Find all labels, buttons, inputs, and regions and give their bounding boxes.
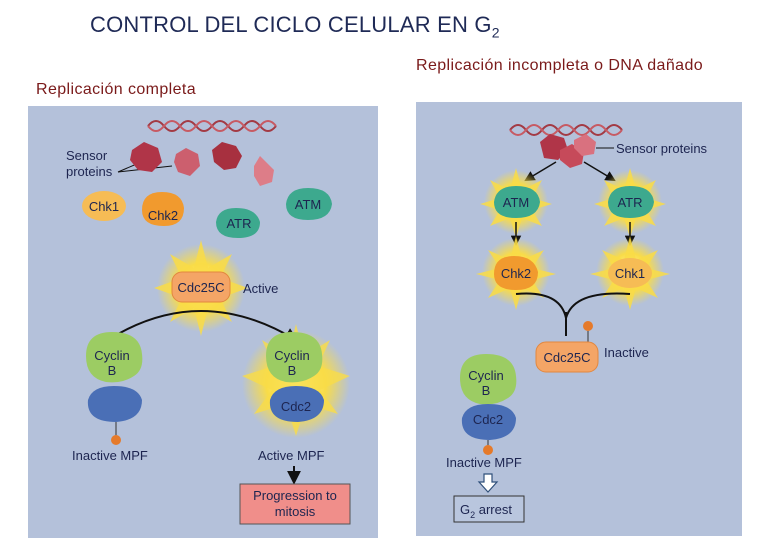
right-inactive-mpf-label: Inactive MPF xyxy=(446,455,522,470)
right-atr-shape xyxy=(608,186,654,218)
right-panel-background xyxy=(416,102,742,536)
left-atr-shape xyxy=(216,208,260,238)
left-cyclin-label-line2: B xyxy=(108,363,117,378)
right-cdc2-shape-b xyxy=(461,404,516,440)
left-sensor-label-line2: proteins xyxy=(66,164,113,179)
sensor-protein-shape-2 xyxy=(174,148,200,176)
left-inactive-mpf-label: Inactive MPF xyxy=(72,448,148,463)
g2-arrest-label: G2 arrest xyxy=(460,502,512,520)
right-panel: Sensor proteins ATM ATR Chk2 xyxy=(416,102,742,536)
page-title: CONTROL DEL CICLO CELULAR EN G2 xyxy=(90,12,500,40)
left-cdc25c-shape xyxy=(171,271,231,303)
left-cyclin-label-line1: Cyclin xyxy=(94,348,129,363)
g2-arrest-prefix: G xyxy=(460,502,470,517)
sensor-protein-shape-1 xyxy=(130,142,162,172)
left-panel-heading: Replicación completa xyxy=(32,80,201,100)
right-atr-label: ATR xyxy=(617,195,642,210)
left-chk2-shape xyxy=(142,192,184,226)
right-arrow-to-atr xyxy=(583,161,616,182)
right-inactive-label: Inactive xyxy=(604,345,649,360)
right-atm-shape xyxy=(494,186,540,218)
right-cyclin-shape xyxy=(266,332,323,383)
g2-arrest-suffix: arrest xyxy=(475,502,512,517)
left-atm-shape xyxy=(286,188,332,220)
left-chk1-label: Chk1 xyxy=(89,199,119,214)
progression-box xyxy=(239,483,351,525)
left-cdc25c-label: Cdc25C xyxy=(178,280,225,295)
right-cdc2-label: Cdc2 xyxy=(473,412,503,427)
title-subscript: 2 xyxy=(491,24,500,41)
right-cyclin-label-line2: B xyxy=(482,383,491,398)
left-sensor-label-line1: Sensor xyxy=(66,148,108,163)
right-cyclin-label-line1: Cyclin xyxy=(468,368,503,383)
progression-label-line2: mitosis xyxy=(275,504,316,519)
title-text: CONTROL DEL CICLO CELULAR EN G xyxy=(90,12,492,37)
right-sensor-label: Sensor proteins xyxy=(616,141,708,156)
right-chk2-label: Chk2 xyxy=(501,266,531,281)
right-cyclin-label-line1: Cyclin xyxy=(274,348,309,363)
right-phosphate-icon xyxy=(483,445,493,455)
sensor-protein-shape-3 xyxy=(212,142,242,170)
left-active-mpf-label: Active MPF xyxy=(258,448,325,463)
right-sensor-protein-3 xyxy=(574,134,596,156)
sensor-protein-shape-4 xyxy=(254,156,274,186)
right-cdc25c-label: Cdc25C xyxy=(544,350,591,365)
right-atm-label: ATM xyxy=(503,195,529,210)
right-chk1-label: Chk1 xyxy=(615,266,645,281)
progression-label-line1: Progression to xyxy=(253,488,337,503)
right-cdc25c-phosphate-icon xyxy=(583,321,593,331)
left-cyclin-shape xyxy=(86,332,143,383)
left-chk1-shape xyxy=(82,191,126,221)
left-activation-arrow xyxy=(107,310,299,342)
left-atr-label: ATR xyxy=(226,216,251,231)
right-dna-helix-icon xyxy=(509,124,623,136)
right-panel-heading: Replicación incompleta o DNA dañado xyxy=(416,57,704,74)
left-phosphate-icon xyxy=(111,435,121,445)
left-active-label: Active xyxy=(243,281,278,296)
right-cyclin-label-line2: B xyxy=(288,363,297,378)
right-cyclin-shape-b xyxy=(460,354,517,405)
right-cdc2-shape xyxy=(269,386,324,422)
right-chk2-shape xyxy=(494,256,538,290)
right-cdc25c-shape xyxy=(535,341,599,373)
g2-arrest-box xyxy=(453,495,525,523)
dna-helix-icon xyxy=(147,120,277,132)
g2-arrest-arrow xyxy=(477,473,499,493)
left-panel: Sensor proteins Chk1 Chk2 ATR ATM Cdc25C… xyxy=(28,106,378,538)
left-cdc2-shape xyxy=(87,386,142,422)
right-chk1-shape xyxy=(608,258,652,288)
right-cdc2-label: Cdc2 xyxy=(281,399,311,414)
left-atm-label: ATM xyxy=(295,197,321,212)
g2-arrest-subscript: 2 xyxy=(470,510,475,520)
left-chk2-label: Chk2 xyxy=(148,208,178,223)
